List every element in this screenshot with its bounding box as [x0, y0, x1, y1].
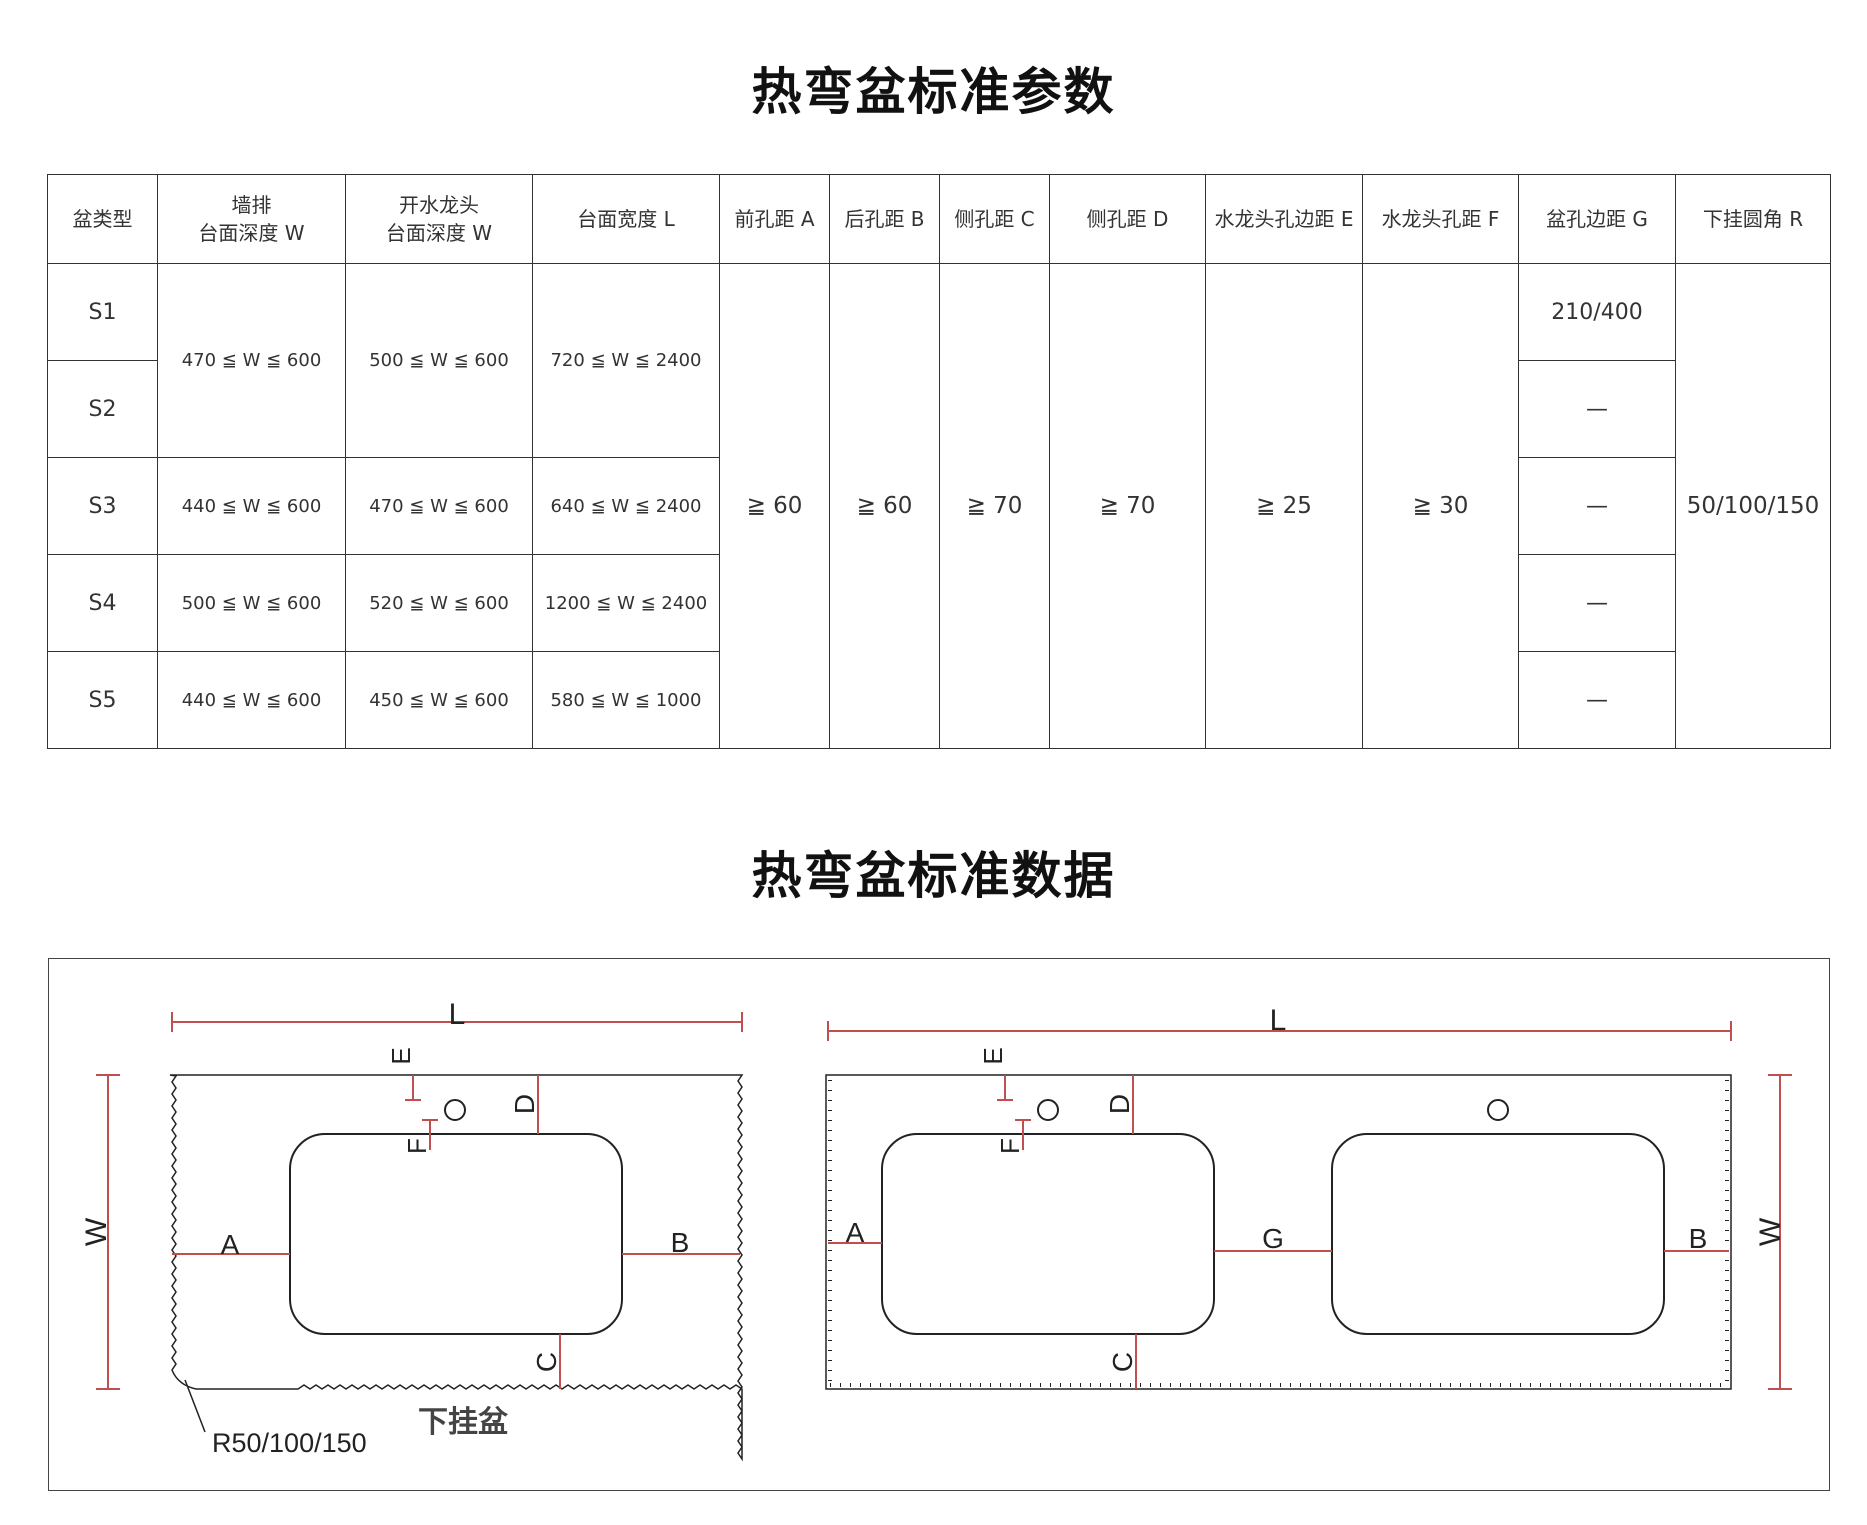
left-b-label: B [671, 1227, 690, 1258]
left-w-label: W [80, 1217, 113, 1246]
right-g-label: G [1262, 1223, 1284, 1254]
type-cell: S5 [47, 651, 158, 749]
right-basin-right [1331, 1133, 1665, 1335]
type-cell: S4 [47, 554, 158, 652]
faucet-depth-cell: 470 ≦ W ≦ 600 [345, 457, 533, 555]
length-cell: 720 ≦ W ≦ 2400 [532, 263, 720, 458]
left-c-label: C [531, 1352, 562, 1372]
left-l-label: L [449, 998, 466, 1031]
right-faucet-hole-1 [1037, 1099, 1059, 1121]
header-b: 后孔距 B [829, 174, 940, 264]
g-cell: — [1518, 651, 1676, 749]
table-row: S5 440 ≦ W ≦ 600 450 ≦ W ≦ 600 580 ≦ W ≦… [47, 651, 1831, 749]
header-g: 盆孔边距 G [1518, 174, 1676, 264]
right-f-label: F [995, 1138, 1025, 1154]
faucet-depth-cell: 500 ≦ W ≦ 600 [345, 263, 533, 458]
header-type: 盆类型 [47, 174, 158, 264]
spec-table: 盆类型 墙排台面深度 W 开水龙头台面深度 W 台面宽度 L 前孔距 A 后孔距… [47, 174, 1831, 749]
type-cell: S2 [47, 360, 158, 458]
right-faucet-hole-2 [1487, 1099, 1509, 1121]
left-d-label: D [509, 1094, 540, 1114]
data-title: 热弯盆标准数据 [751, 847, 1116, 905]
radius-note: R50/100/150 [212, 1428, 367, 1458]
c-cell: ≧ 70 [939, 263, 1050, 749]
right-e-label: E [978, 1047, 1008, 1064]
length-cell: 580 ≦ W ≦ 1000 [532, 651, 720, 749]
b-cell: ≧ 60 [829, 263, 940, 749]
right-d-label: D [1104, 1094, 1135, 1114]
type-cell: S3 [47, 457, 158, 555]
g-cell: 210/400 [1518, 263, 1676, 361]
header-r: 下挂圆角 R [1675, 174, 1831, 264]
left-caption: 下挂盆 [418, 1405, 509, 1440]
right-b-label: B [1689, 1223, 1708, 1254]
type-cell: S1 [47, 263, 158, 361]
diagram-frame [48, 958, 1830, 1491]
right-a-label: A [846, 1217, 865, 1248]
faucet-depth-cell: 450 ≦ W ≦ 600 [345, 651, 533, 749]
wall-depth-cell: 440 ≦ W ≦ 600 [157, 651, 346, 749]
params-title: 热弯盆标准参数 [751, 63, 1116, 121]
right-basin-left [881, 1133, 1215, 1335]
table-header-row: 盆类型 墙排台面深度 W 开水龙头台面深度 W 台面宽度 L 前孔距 A 后孔距… [47, 174, 1831, 264]
header-faucet-depth: 开水龙头台面深度 W [345, 174, 533, 264]
left-e-label: E [386, 1047, 416, 1064]
length-cell: 640 ≦ W ≦ 2400 [532, 457, 720, 555]
right-l-label: L [1270, 1004, 1287, 1037]
header-c: 侧孔距 C [939, 174, 1050, 264]
e-cell: ≧ 25 [1205, 263, 1363, 749]
table-row: S2 — [47, 360, 1831, 458]
g-cell: — [1518, 360, 1676, 458]
g-cell: — [1518, 554, 1676, 652]
header-e: 水龙头孔边距 E [1205, 174, 1363, 264]
right-diagram: L W A G B C D E F [825, 1004, 1792, 1390]
f-cell: ≧ 30 [1362, 263, 1519, 749]
left-diagram: L W A B C D E F R50/100/150 下挂盆 [80, 998, 744, 1462]
d-cell: ≧ 70 [1049, 263, 1206, 749]
right-slab-outline [825, 1074, 1732, 1390]
left-basin [289, 1133, 623, 1335]
right-c-label: C [1107, 1352, 1138, 1372]
left-faucet-hole [444, 1099, 466, 1121]
wall-depth-cell: 470 ≦ W ≦ 600 [157, 263, 346, 458]
header-length: 台面宽度 L [532, 174, 720, 264]
left-a-label: A [221, 1229, 240, 1260]
r-cell: 50/100/150 [1675, 263, 1831, 749]
wall-depth-cell: 500 ≦ W ≦ 600 [157, 554, 346, 652]
left-slab-outline [169, 1074, 744, 1462]
header-f: 水龙头孔距 F [1362, 174, 1519, 264]
left-f-label: F [402, 1138, 432, 1154]
a-cell: ≧ 60 [719, 263, 830, 749]
table-row: S1 470 ≦ W ≦ 600 500 ≦ W ≦ 600 720 ≦ W ≦… [47, 263, 1831, 749]
wall-depth-cell: 440 ≦ W ≦ 600 [157, 457, 346, 555]
right-w-label: W [1754, 1217, 1787, 1246]
faucet-depth-cell: 520 ≦ W ≦ 600 [345, 554, 533, 652]
radius-leader [184, 1379, 206, 1433]
